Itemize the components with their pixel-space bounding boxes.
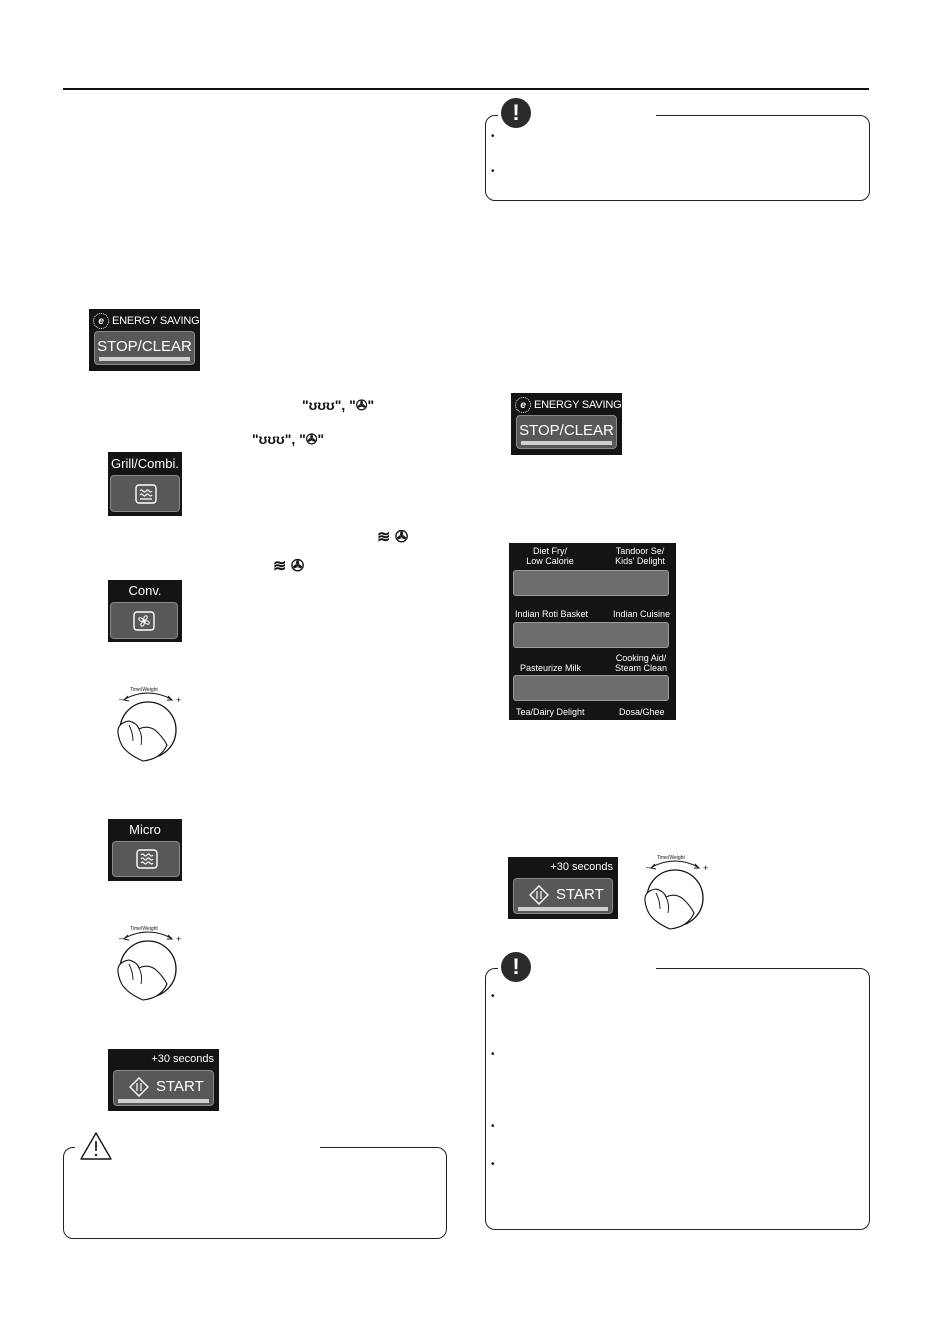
energy-saving-header-2: e ENERGY SAVING <box>515 397 622 413</box>
header-rule <box>63 88 869 90</box>
stop-clear-label: STOP/CLEAR <box>97 338 192 355</box>
time-weight-dial-2[interactable]: Time/Weight – + <box>103 924 183 1004</box>
warning-triangle-icon <box>80 1132 112 1160</box>
menu-label-cooking-aid: Cooking Aid/ Steam Clean <box>614 653 668 673</box>
micro-button[interactable] <box>112 841 180 877</box>
note-bullet: • <box>491 991 495 1002</box>
start-panel-2[interactable]: +30 seconds START <box>508 857 618 919</box>
grill-combo-symbols: "ʊʊʊ", "✇" <box>302 397 375 413</box>
note-bullet: • <box>491 1121 495 1132</box>
dial-plus-2: + <box>176 934 182 944</box>
menu-label-roti-basket: Indian Roti Basket <box>515 609 589 619</box>
convection-fan-icon <box>133 611 155 631</box>
note-bullet: • <box>491 1159 495 1170</box>
menu-button-row1[interactable] <box>513 570 669 596</box>
start-bar <box>118 1099 209 1103</box>
note-box-bottom-gap <box>498 966 656 970</box>
menu-label-dosa-ghee: Dosa/Ghee <box>619 707 665 717</box>
grill-combi-panel[interactable]: Grill/Combi. <box>108 452 182 516</box>
caution-box-gap <box>75 1145 320 1149</box>
dial-minus: – <box>119 694 125 704</box>
dial-plus: + <box>176 695 182 705</box>
energy-saving-stop-clear-panel-2[interactable]: e ENERGY SAVING STOP/CLEAR <box>511 393 622 455</box>
stop-clear-button-2[interactable]: STOP/CLEAR <box>516 415 617 449</box>
micro-panel[interactable]: Micro <box>108 819 182 881</box>
start-diamond-icon <box>129 1077 149 1097</box>
micro-conv-symbols-2: ≋ ✇ <box>273 558 305 575</box>
start-plus30-label-2: +30 seconds <box>550 861 613 873</box>
conv-label: Conv. <box>128 583 162 598</box>
stop-clear-label-2: STOP/CLEAR <box>519 422 614 439</box>
grill-heater-icon <box>135 484 157 504</box>
energy-saving-icon: e <box>93 313 109 329</box>
start-button-2[interactable]: START <box>513 878 613 914</box>
start-plus30-label: +30 seconds <box>151 1053 214 1065</box>
menu-button-row2[interactable] <box>513 622 669 648</box>
dial-plus-3: + <box>703 863 709 873</box>
dial-label-2: Time/Weight <box>130 926 158 932</box>
note-badge-icon: ! <box>501 98 531 128</box>
conv-panel[interactable]: Conv. <box>108 580 182 642</box>
dial-knob-icon <box>117 931 177 1001</box>
note-bullet: • <box>491 131 495 142</box>
dial-knob-icon <box>644 860 704 930</box>
dial-minus-2: – <box>119 933 125 943</box>
note-box-top <box>485 115 870 201</box>
dial-minus-3: – <box>646 862 652 872</box>
note-box-top-gap <box>498 113 656 117</box>
start-diamond-icon <box>529 885 549 905</box>
grill-combi-button[interactable] <box>110 475 180 512</box>
cooking-menu-panel: Diet Fry/ Low Calorie Tandoor Se/ Kids' … <box>509 543 676 720</box>
caution-box <box>63 1147 447 1239</box>
micro-label: Micro <box>129 822 161 837</box>
dial-label-3: Time/Weight <box>657 855 685 861</box>
dial-label: Time/Weight <box>130 687 158 693</box>
stop-clear-bar-2 <box>521 441 612 445</box>
note-box-bottom <box>485 968 870 1230</box>
start-button[interactable]: START <box>113 1070 214 1106</box>
start-bar-2 <box>518 907 608 911</box>
menu-label-diet-fry: Diet Fry/ Low Calorie <box>526 546 574 566</box>
start-label-2: START <box>556 886 604 903</box>
conv-button[interactable] <box>110 602 178 639</box>
energy-saving-stop-clear-panel[interactable]: e ENERGY SAVING STOP/CLEAR <box>89 309 200 371</box>
grill-combi-label: Grill/Combi. <box>111 456 179 471</box>
menu-label-pasteurize-milk: Pasteurize Milk <box>520 663 582 673</box>
grill-combo-symbols-2: "ʊʊʊ", "✇" <box>252 431 325 447</box>
note-bullet: • <box>491 166 495 177</box>
energy-saving-header: e ENERGY SAVING <box>93 313 200 329</box>
micro-conv-symbols: ≋ ✇ <box>377 529 409 546</box>
start-panel[interactable]: +30 seconds START <box>108 1049 219 1111</box>
menu-button-row3[interactable] <box>513 675 669 701</box>
stop-clear-button[interactable]: STOP/CLEAR <box>94 331 195 365</box>
time-weight-dial-3[interactable]: Time/Weight – + <box>630 853 710 933</box>
menu-label-tandoor: Tandoor Se/ Kids' Delight <box>615 546 665 566</box>
menu-label-tea-dairy: Tea/Dairy Delight <box>516 707 585 717</box>
start-label: START <box>156 1078 204 1095</box>
energy-saving-icon: e <box>515 397 531 413</box>
note-bullet: • <box>491 1049 495 1060</box>
note-badge-icon-2: ! <box>501 952 531 982</box>
menu-label-indian-cuisine: Indian Cuisine <box>613 609 671 619</box>
time-weight-dial[interactable]: Time/Weight – + <box>103 685 183 765</box>
microwave-waves-icon <box>136 849 158 869</box>
stop-clear-bar <box>99 357 190 361</box>
dial-knob-icon <box>117 692 177 762</box>
